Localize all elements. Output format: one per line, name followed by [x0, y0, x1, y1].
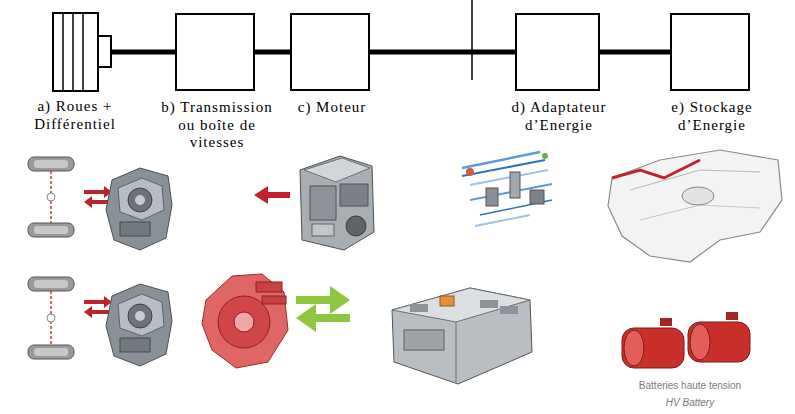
electric-motor — [202, 274, 288, 368]
component-box: e) Stockage d’Energie — [670, 13, 750, 91]
component-label: a) Roues + Différentiel — [27, 98, 123, 133]
inverter — [392, 288, 532, 384]
caption-label: Batteries haute tension — [639, 380, 741, 392]
component-box: c) Moteur — [290, 13, 370, 91]
separator-line — [471, 0, 473, 80]
shaft-line — [255, 50, 290, 55]
engine — [300, 156, 374, 250]
component-label: c) Moteur — [284, 99, 380, 117]
red-arrow — [254, 186, 290, 204]
component-box: d) Adaptateur d’Energie — [515, 13, 600, 91]
component-box: b) Transmission ou boîte de vitesses — [175, 13, 255, 91]
wheel-symbol-outline — [52, 12, 112, 92]
component-label: b) Transmission ou boîte de vitesses — [153, 99, 281, 152]
caption-label: HV Battery — [666, 397, 714, 409]
shaft-line — [370, 50, 515, 55]
shaft-line — [112, 50, 175, 55]
component-label: d) Adaptateur d’Energie — [497, 99, 621, 134]
green-double-arrow — [296, 286, 350, 332]
wheel-axle — [28, 277, 74, 359]
hv-battery — [622, 312, 750, 368]
wheel-axle — [28, 157, 74, 237]
component-label: e) Stockage d’Energie — [659, 99, 765, 134]
wheel-symbol: a) Roues + Différentiel — [52, 12, 112, 92]
fuel-system — [462, 152, 552, 226]
gearbox — [106, 284, 172, 366]
gearbox — [106, 168, 172, 250]
fuel-tank — [608, 150, 782, 262]
shaft-line — [600, 50, 670, 55]
